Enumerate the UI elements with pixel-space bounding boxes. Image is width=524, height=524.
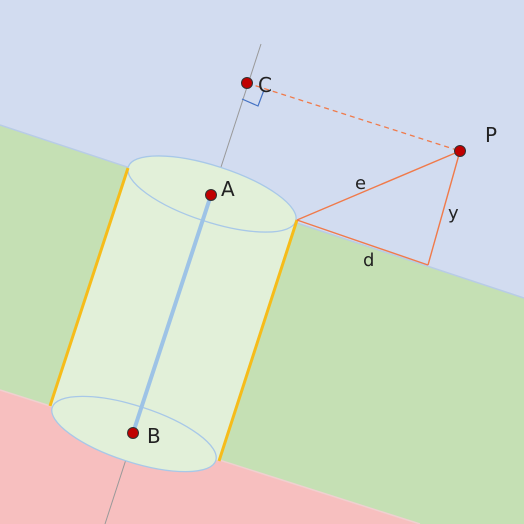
point-a [205, 189, 217, 201]
point-p [454, 145, 466, 157]
right-angle-marker [241, 89, 265, 107]
segment-e [296, 150, 461, 221]
point-b [127, 427, 139, 439]
cylinder-axis [131, 194, 213, 434]
label-y: y [448, 203, 459, 224]
label-c: C [258, 73, 272, 97]
cylinder-left-side [48, 167, 130, 407]
label-p: P [485, 123, 497, 147]
label-b: B [147, 424, 161, 448]
point-c [241, 77, 253, 89]
cylinder-right-side [217, 219, 299, 462]
label-e: e [355, 173, 366, 194]
label-a: A [221, 177, 235, 201]
segment-d [296, 219, 429, 266]
dashed-c-p [246, 82, 461, 152]
segment-y [427, 150, 461, 266]
label-d: d [363, 250, 374, 271]
